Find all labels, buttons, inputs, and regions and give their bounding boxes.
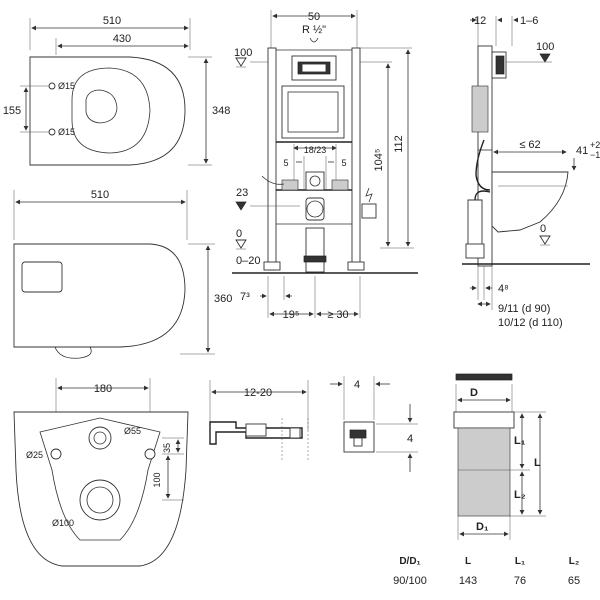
side-dim-62: ≤ 62 [519, 139, 540, 151]
table-header-d: D/D₁ [399, 556, 420, 567]
side-dim-41: 41 [576, 145, 588, 157]
side-height: 360 [214, 293, 232, 305]
frame-span-5-right: 5 [341, 158, 346, 168]
top-view: 510 430 Ø15 Ø15 155 348 [3, 15, 230, 166]
hole-label-2: Ø15 [58, 127, 75, 137]
frame-range-0-20: 0–20 [236, 255, 260, 267]
frame-ref-23: 23 [236, 187, 248, 199]
frame-front-view: 50 R ½" 18/23 5 5 [232, 10, 418, 321]
side-width: 510 [91, 189, 109, 201]
side-dim-10-12: 10/12 (d 110) [498, 317, 563, 329]
bracket-range: 12-20 [244, 387, 272, 399]
top-width-inner: 430 [113, 33, 131, 45]
cistern-body [281, 85, 345, 139]
table-cell-d: 90/100 [393, 575, 427, 587]
side-dim-1-6: 1–6 [520, 15, 538, 27]
water-connection [305, 171, 325, 191]
top-hole-spacing: 155 [3, 105, 21, 117]
table-header-l1: L₁ [515, 556, 525, 567]
pipe-table: D/D₁ L L₁ L₂ 90/100 143 76 65 [393, 556, 580, 587]
side-dim-9-11: 9/11 (d 90) [498, 303, 550, 315]
frame-dim-19: 19⁵ [283, 309, 300, 321]
frame-dim-7: 7³ [240, 291, 250, 303]
table-header-l: L [465, 556, 471, 567]
pipe-collar [453, 411, 515, 429]
clip-width: 4 [354, 379, 360, 391]
pipe-label-l: L [534, 457, 541, 469]
bottom-view: 180 Ø55 Ø25 Ø100 35 100 [13, 378, 189, 567]
side-inlet [21, 261, 63, 293]
drain-connector [305, 197, 325, 221]
side-dim-41-tol-bot: −1 [590, 150, 600, 160]
table-header-l2: L₂ [569, 556, 580, 567]
side-ref-100: 100 [536, 41, 554, 53]
bottom-dia-25: Ø25 [26, 450, 43, 460]
table-cell-l1: 76 [514, 575, 526, 587]
frame-side-view: 12 1–6 100 ≤ 62 41 +2 −1 0 [462, 15, 600, 329]
pipe-label-d: D [470, 387, 478, 399]
side-ref-0: 0 [540, 223, 546, 235]
clip-height: 4 [407, 433, 413, 445]
side-dim-12: 12 [474, 15, 486, 27]
table-cell-l2: 65 [568, 575, 580, 587]
bottom-dia-55: Ø55 [124, 426, 141, 436]
pipe-body [457, 427, 511, 517]
top-width-outer: 510 [103, 15, 121, 27]
hole-100 [79, 479, 121, 521]
hole-55 [88, 426, 112, 450]
frame-height-ceramic: 104⁵ [373, 149, 385, 172]
pipe-label-l2: L₂ [514, 489, 526, 501]
hole-label-1: Ø15 [58, 81, 75, 91]
bottom-width: 180 [94, 383, 112, 395]
pipe-detail: D D₁ L₁ L₂ L [453, 373, 546, 540]
frame-ref-0: 0 [236, 228, 242, 240]
frame-ref-100: 100 [234, 47, 252, 59]
pipe-cap [455, 373, 513, 381]
frame-dim-30: ≥ 30 [327, 309, 348, 321]
side-dim-4-8: 4⁸ [498, 283, 509, 295]
hole-25-right [144, 448, 156, 460]
pipe-label-l1: L₁ [514, 435, 526, 447]
frame-span-18-23: 18/23 [304, 145, 327, 155]
bracket-shape [209, 421, 303, 445]
side-outline [13, 243, 186, 348]
frame-upright-right [351, 47, 361, 271]
frame-span-5-left: 5 [283, 158, 288, 168]
electric-box [361, 203, 377, 219]
bottom-dia-100: Ø100 [52, 518, 74, 528]
clip-detail: 4 4 [330, 376, 418, 472]
bottom-dim-100: 100 [152, 472, 162, 487]
bracket-detail: 12-20 [209, 380, 309, 462]
pipe-label-d1: D₁ [476, 521, 489, 533]
side-dim-41-tol-top: +2 [590, 140, 600, 150]
bowl-outline [29, 56, 186, 166]
top-depth: 348 [212, 105, 230, 117]
frame-width: 50 [308, 11, 320, 23]
table-cell-l: 143 [459, 575, 477, 587]
bottom-dim-35: 35 [162, 443, 172, 453]
frame-height-total: 112 [393, 135, 405, 153]
side-view: 510 360 [13, 189, 232, 359]
hole-25-left [50, 448, 62, 460]
side-bowl [491, 171, 569, 233]
frame-thread: R ½" [302, 24, 326, 36]
frame-upright-left [267, 47, 277, 271]
